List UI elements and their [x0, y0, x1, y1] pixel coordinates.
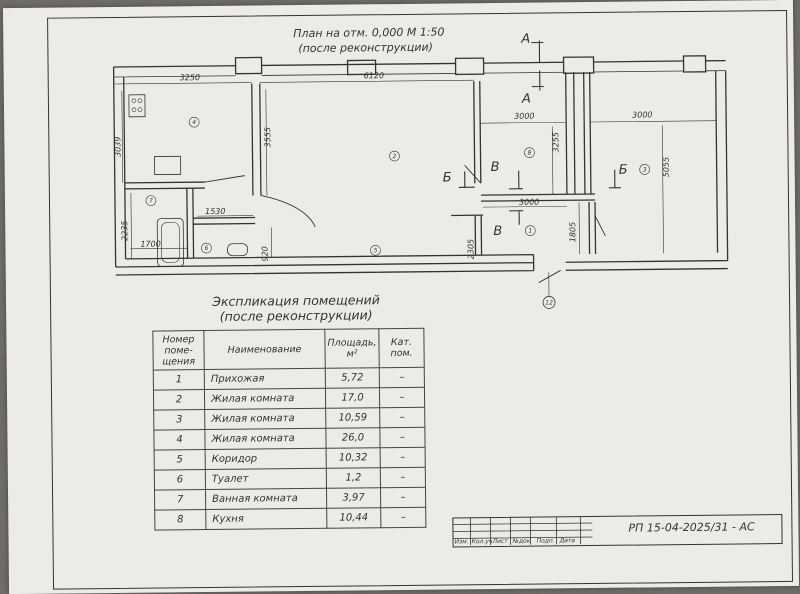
cell-category: – [380, 447, 426, 468]
cell-category: – [379, 407, 425, 428]
stamp-cell-izm: Изм. [455, 538, 469, 545]
room-label-5: 5 [374, 247, 378, 254]
dim-1530: 1530 [205, 207, 225, 216]
cell-area: 10,59 [325, 407, 380, 429]
cell-category: – [379, 367, 425, 388]
explication-table: Номер поме- щения Наименование Площадь, … [152, 328, 426, 531]
cell-number: 3 [153, 409, 205, 431]
cell-number: 7 [154, 489, 206, 511]
cell-name: Ванная комната [205, 488, 327, 510]
stamp-cell-podp: Подп. [537, 537, 555, 544]
cell-category: – [380, 507, 426, 528]
cell-area: 3,97 [326, 487, 381, 509]
dim-3555: 3555 [263, 127, 272, 147]
cell-category: – [380, 487, 426, 508]
cell-area: 17,0 [325, 387, 380, 409]
explication-subtitle: (после реконструкции) [219, 307, 373, 324]
table-header-row: Номер поме- щения Наименование Площадь, … [152, 328, 425, 371]
cell-name: Коридор [205, 448, 327, 470]
stamp-cell-ndoc: №док [512, 538, 531, 545]
dim-3000-a: 3000 [514, 112, 534, 121]
cell-area: 10,44 [326, 507, 381, 529]
dim-3250: 3250 [180, 73, 200, 82]
cell-name: Туалет [205, 468, 327, 490]
section-mark-v-bottom: В [493, 224, 502, 239]
cell-category: – [379, 387, 425, 408]
dim-1700: 1700 [140, 240, 160, 249]
cell-name: Кухня [205, 508, 327, 530]
cell-category: – [379, 427, 426, 448]
dim-2235: 2235 [120, 220, 129, 240]
stamp-grid: Изм. Кол.уч Лист №док Подп. Дата [452, 516, 593, 545]
dim-3255: 3255 [551, 132, 560, 152]
dim-3000-c: 3000 [519, 198, 539, 207]
dim-6120: 6120 [364, 71, 384, 80]
header-area: Площадь, м² [324, 328, 380, 369]
cell-name: Жилая комната [204, 408, 326, 430]
room-label-8: 8 [528, 150, 532, 157]
cell-area: 26,0 [325, 427, 381, 449]
dim-2305: 2305 [466, 239, 475, 259]
cell-category: – [380, 467, 426, 488]
cell-area: 5,72 [325, 367, 380, 389]
dim-5055: 5055 [662, 157, 671, 177]
stamp-cell-list: Лист [492, 538, 509, 545]
room-label-3: 3 [643, 166, 647, 173]
dim-3000-b: 3000 [632, 110, 652, 119]
room-label-4: 4 [192, 119, 196, 126]
cell-number: 5 [154, 449, 206, 471]
section-mark-b-left: Б [443, 170, 452, 185]
header-number: Номер поме- щения [152, 330, 205, 371]
cell-number: 4 [153, 429, 206, 451]
dim-1805: 1805 [568, 222, 577, 242]
cell-number: 1 [153, 369, 205, 391]
stamp-cell-kol: Кол.уч [472, 538, 493, 545]
cell-number: 2 [153, 389, 205, 411]
room-label-2: 2 [393, 153, 397, 160]
room-label-6: 6 [205, 245, 209, 252]
section-mark-a-bottom: А [521, 92, 531, 107]
section-mark-b-right: Б [619, 163, 628, 178]
section-mark-v-top: В [491, 160, 500, 175]
axis-label: 12 [545, 299, 553, 306]
room-label-1: 1 [528, 228, 532, 235]
header-category: Кат. пом. [378, 328, 425, 368]
cell-number: 8 [154, 509, 206, 531]
cell-name: Жилая комната [204, 388, 326, 410]
section-mark-a-top: А [520, 32, 530, 47]
cell-name: Жилая комната [204, 428, 327, 450]
explication-title: Экспликация помещений (после реконструкц… [196, 292, 396, 324]
document-code: РП 15-04-2025/31 - АС [628, 520, 755, 535]
dim-920: 920 [260, 246, 269, 261]
cell-number: 6 [154, 469, 206, 491]
header-name: Наименование [203, 329, 326, 370]
dim-3039: 3039 [113, 137, 122, 157]
cell-area: 1,2 [326, 467, 381, 489]
cell-name: Прихожая [204, 368, 326, 390]
cell-area: 10,32 [326, 447, 381, 469]
room-label-7: 7 [149, 198, 153, 205]
stamp-cell-data: Дата [559, 537, 576, 544]
floor-plan: 3250 6120 3000 3000 3000 1530 1700 3039 … [112, 32, 729, 309]
